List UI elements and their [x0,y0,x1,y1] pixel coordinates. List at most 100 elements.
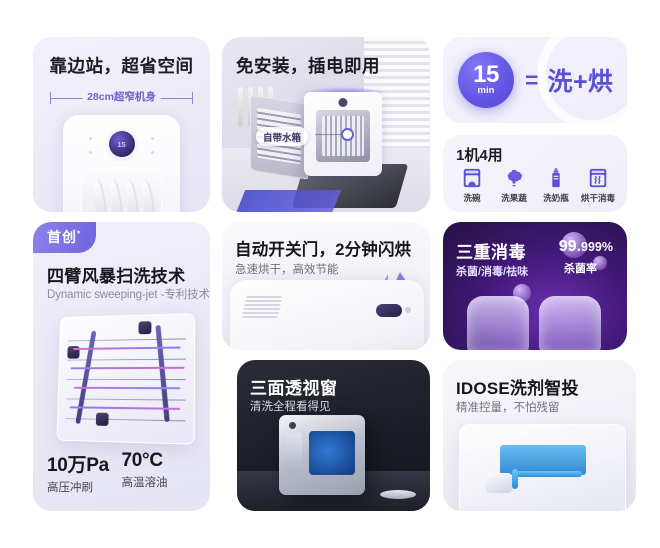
card-auto-door-flash-dry[interactable]: 自动开关门，2分钟闪烘 急速烘干，高效节能 [222,222,430,350]
callout-leader-line [315,134,345,136]
cup-illustration [539,296,601,350]
control-knob-icon [338,98,348,107]
dry-sterilize-icon [589,168,607,188]
dishwasher-icon [463,168,481,188]
decorative-ring [537,37,627,123]
first-of-its-kind-badge: 首创* [33,222,97,253]
card-three-side-window[interactable]: 三面透视窗 清洗全程看得见 [237,360,430,511]
dimension-cap-right [191,92,193,104]
mode-item-baby-bottle[interactable]: 洗奶瓶 [535,167,577,204]
card-triple-sterilization[interactable]: 三重消毒 杀菌/消毒/祛味 99.999% 杀菌率 [443,222,627,350]
rack-line [67,338,186,342]
spray-arm [75,330,97,425]
wash-dry-label: 洗+烘 [547,68,614,96]
rack-line [67,358,186,361]
card-idose-title: IDOSE洗剂智投 [456,379,579,398]
floor-mat [234,190,342,212]
badge-label: 首创 [47,229,77,245]
spray-stream [69,406,181,410]
dishwasher-illustration [279,415,365,495]
card-narrow-body[interactable]: 靠边站，超省空间 28cm超窄机身 15 [33,37,210,212]
callout-point-icon [343,130,352,139]
sterilize-rate-value: 99.999% [559,238,613,256]
display-panel-icon [376,304,402,317]
spray-stream [70,366,185,370]
dimension-line: 28cm超窄机身 [50,89,193,105]
spray-stream [73,386,181,390]
minutes-badge: 15 min [458,52,514,108]
card-autodoor-subtitle: 急速烘干，高效节能 [235,264,339,276]
door-window [81,167,162,212]
sterilize-rate-label: 杀菌率 [564,263,597,275]
dish-shape [107,179,124,212]
badge-mark: * [77,229,82,239]
card-jet-title: 四臂风暴扫洗技术 [47,267,186,286]
stat-value: 70°C [121,450,164,471]
detergent-tube [512,471,582,477]
led-dot [151,137,154,140]
card-fifteen-minute-cycle[interactable]: 15 min = 洗+烘 [443,37,627,123]
mode-label: 烘干消毒 [580,193,615,203]
card-sweeping-jet-technology[interactable]: 首创* 四臂风暴扫洗技术 Dynamic sweeping-jet -专利技术 … [33,222,210,511]
spray-stream [73,346,181,350]
card-four-modes[interactable]: 1机4用 洗碗 洗果蔬 [443,135,627,212]
stat-label: 高压冲刷 [47,482,93,494]
card-no-installation[interactable]: 免安装，插电即用 自带水箱 [222,37,430,212]
stat-pressure: 10万Pa 高压冲刷 [47,450,122,495]
card-narrow-title: 靠边站，超省空间 [49,56,194,76]
dimension-cap-left [50,92,52,104]
stat-value: 10万Pa [47,455,109,476]
card-modes-title: 1机4用 [456,147,503,164]
mode-item-vegetable[interactable]: 洗果蔬 [493,167,535,204]
card-jet-subtitle: Dynamic sweeping-jet -专利技术 [47,289,210,301]
dish-shape [91,179,108,212]
equals-sign: = [525,66,539,93]
card-autodoor-title: 自动开关门，2分钟闪烘 [235,241,412,259]
bubble-decor [593,256,607,270]
dishwasher-front-illustration: 15 [63,115,180,212]
card-sterilize-subtitle: 杀菌/消毒/祛味 [456,266,529,278]
dial-value: 15 [117,139,126,149]
panel-dot-icon [405,307,411,313]
card-window-subtitle: 清洗全程看得见 [250,401,331,413]
card-idose-detergent[interactable]: IDOSE洗剂智投 精准控量，不怕残留 [443,360,636,511]
minutes-unit: min [477,84,495,96]
card-sterilize-title: 三重消毒 [456,243,526,262]
mode-label: 洗奶瓶 [543,193,569,203]
stat-temperature: 70°C 高温溶油 [122,450,197,495]
vegetable-icon [507,169,523,187]
rate-integer: 99. [558,238,582,255]
side-window [285,433,302,473]
rate-decimals: 999% [581,240,613,254]
display-dial-icon: 15 [108,131,135,157]
mode-item-dishwash[interactable]: 洗碗 [451,167,493,204]
led-dot [151,151,154,154]
vent-grille [241,296,283,318]
card-window-title: 三面透视窗 [250,379,338,398]
nozzle-icon [138,321,152,335]
detergent-module-illustration [459,424,626,511]
bubble-decor [561,232,587,258]
card-install-title: 免安装，插电即用 [236,56,380,76]
water-tank-callout: 自带水箱 [256,127,309,146]
dimension-label: 28cm超窄机身 [82,89,161,104]
jet-stats: 10万Pa 高压冲刷 70°C 高温溶油 [47,450,196,495]
front-window [309,431,355,475]
mode-label: 洗碗 [463,193,481,203]
mode-label: 洗果蔬 [501,193,527,203]
dish-shape [123,179,140,212]
cup-illustration [467,296,529,350]
led-dot [89,151,92,154]
mode-item-dry-sterilize[interactable]: 烘干消毒 [577,167,619,204]
card-idose-subtitle: 精准控量，不怕残留 [456,402,560,414]
bottle-icon [552,168,560,188]
spray-chamber-illustration [56,313,196,445]
plate-stack [380,490,416,499]
mode-icon-row: 洗碗 洗果蔬 洗奶瓶 [451,167,619,204]
indicator-icon [289,422,296,429]
led-dot [89,137,92,140]
dishwasher-side-illustration [230,280,424,350]
detergent-tube [512,469,518,489]
pump-unit [486,473,512,493]
stat-label: 高温溶油 [121,477,168,489]
